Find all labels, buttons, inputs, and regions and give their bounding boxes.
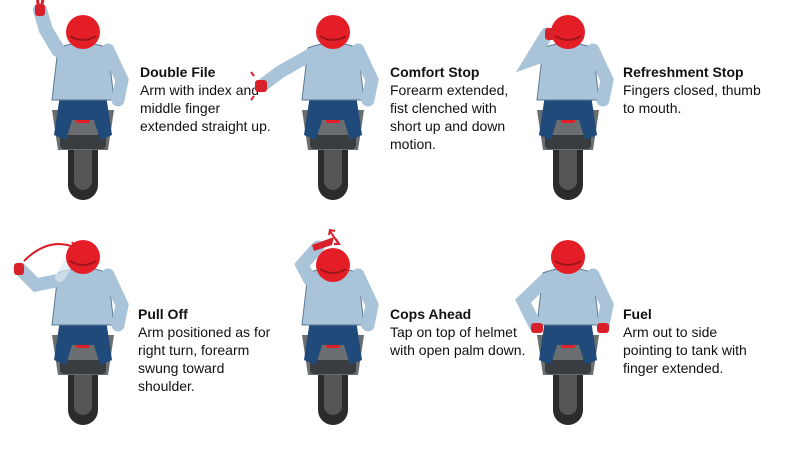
rider-illustration-fuel	[515, 240, 614, 425]
helmet-icon	[316, 15, 350, 49]
signal-description: Fingers closed, thumb to mouth.	[623, 82, 761, 116]
signal-panel-double-file: Double File Arm with index and middle fi…	[0, 0, 271, 225]
signal-caption: Fuel Arm out to side pointing to tank wi…	[623, 305, 763, 377]
helmet-icon	[66, 240, 100, 274]
signal-title: Double File	[140, 64, 216, 80]
signal-caption: Double File Arm with index and middle fi…	[140, 63, 280, 135]
signal-title: Fuel	[623, 306, 652, 322]
rider-illustration-double-file	[33, 0, 129, 200]
rider-body	[294, 237, 379, 365]
signal-panel-refreshment-stop: Refreshment Stop Fingers closed, thumb t…	[485, 0, 761, 225]
signal-title: Comfort Stop	[390, 64, 480, 80]
helmet-icon	[66, 15, 100, 49]
signal-description: Arm out to side pointing to tank with fi…	[623, 324, 747, 376]
glove-icon	[545, 28, 555, 40]
helmet-icon	[316, 248, 350, 282]
rider-illustration-cops-ahead	[294, 228, 379, 425]
signal-description: Forearm extended, fist clenched with sho…	[390, 82, 509, 152]
signal-panel-comfort-stop: Comfort Stop Forearm extended, fist clen…	[250, 0, 515, 225]
signal-description: Tap on top of helmet with open palm down…	[390, 324, 526, 358]
signal-caption: Comfort Stop Forearm extended, fist clen…	[390, 63, 530, 153]
signal-panel-cops-ahead: Cops Ahead Tap on top of helmet with ope…	[250, 225, 525, 450]
rider-body	[13, 256, 129, 365]
signal-caption: Cops Ahead Tap on top of helmet with ope…	[390, 305, 530, 359]
rider-illustration-comfort-stop	[250, 15, 379, 200]
signal-description: Arm positioned as for right turn, forear…	[138, 324, 271, 394]
rider-body	[515, 267, 614, 365]
rider-illustration-refreshment-stop	[515, 15, 614, 200]
signal-title: Refreshment Stop	[623, 64, 744, 80]
rider-body	[250, 42, 379, 140]
rider-body	[515, 27, 614, 140]
signal-caption: Refreshment Stop Fingers closed, thumb t…	[623, 63, 763, 117]
rider-illustration-pull-off	[13, 240, 129, 425]
motion-arrow-icon	[23, 243, 75, 262]
signal-title: Cops Ahead	[390, 306, 472, 322]
rider-body	[33, 0, 129, 140]
signal-panel-pull-off: Pull Off Arm positioned as for right tur…	[0, 225, 270, 450]
signal-title: Pull Off	[138, 306, 188, 322]
helmet-icon	[551, 15, 585, 49]
signal-caption: Pull Off Arm positioned as for right tur…	[138, 305, 278, 395]
signal-panel-fuel: Fuel Arm out to side pointing to tank wi…	[485, 225, 750, 450]
helmet-icon	[551, 240, 585, 274]
signal-description: Arm with index and middle finger extende…	[140, 82, 271, 134]
